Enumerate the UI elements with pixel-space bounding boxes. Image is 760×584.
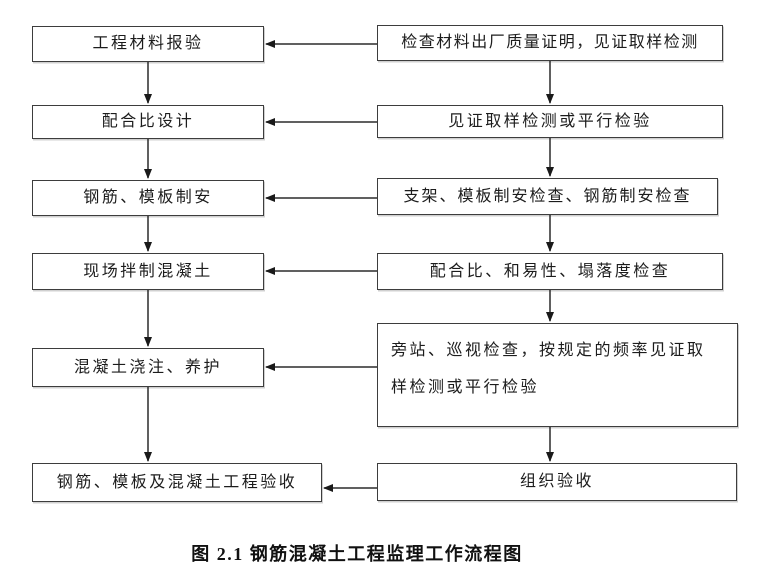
box-material-submission: 工程材料报验 <box>32 26 264 62</box>
box-concrete-pouring-curing: 混凝土浇注、养护 <box>32 348 264 387</box>
box-rebar-formwork-install: 钢筋、模板制安 <box>32 180 264 216</box>
box-side-station-inspection: 旁站、巡视检查，按规定的频率见证取样检测或平行检验 <box>377 323 738 427</box>
box-organize-acceptance: 组织验收 <box>377 463 737 501</box>
box-check-factory-certificate: 检查材料出厂质量证明，见证取样检测 <box>377 25 723 61</box>
box-works-acceptance: 钢筋、模板及混凝土工程验收 <box>32 463 322 502</box>
box-mix-workability-check: 配合比、和易性、塌落度检查 <box>377 253 723 290</box>
box-witness-sampling-test: 见证取样检测或平行检验 <box>377 105 723 138</box>
box-onsite-concrete-mixing: 现场拌制混凝土 <box>32 253 264 290</box>
box-support-formwork-check: 支架、模板制安检查、钢筋制安检查 <box>377 178 718 215</box>
figure-caption: 图 2.1 钢筋混凝土工程监理工作流程图 <box>191 544 523 564</box>
box-mix-ratio-design: 配合比设计 <box>32 105 264 139</box>
